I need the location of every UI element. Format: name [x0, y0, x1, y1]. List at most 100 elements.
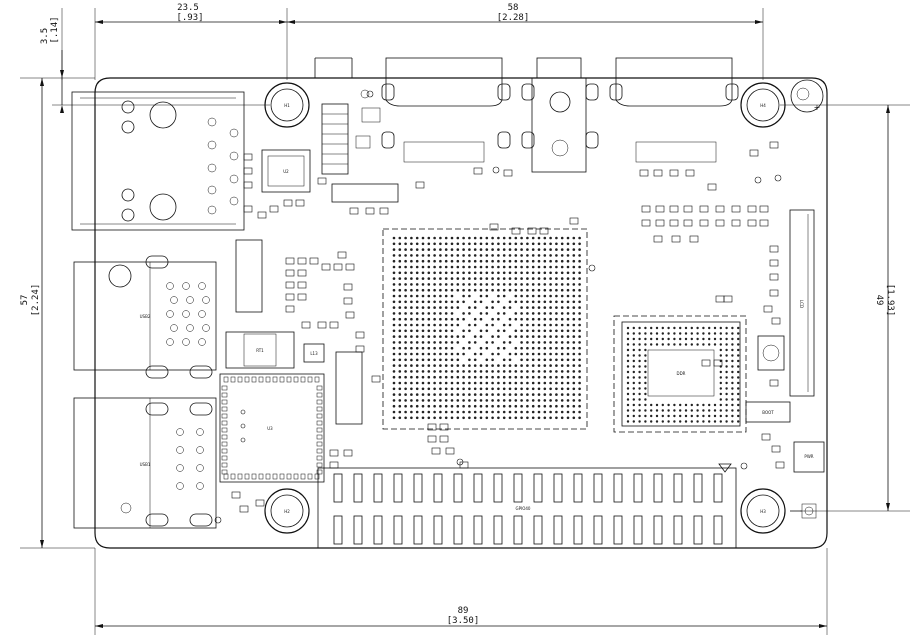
- soc-ball: [404, 335, 407, 338]
- soc-ball: [560, 294, 564, 298]
- smd-component: [769, 141, 779, 149]
- memory-ball: [667, 326, 670, 330]
- soc-ball: [473, 375, 477, 379]
- soc-ball: [439, 236, 442, 240]
- soc-ball: [468, 254, 471, 257]
- memory-ball: [702, 403, 705, 407]
- soc-ball: [526, 288, 529, 292]
- soc-ball: [485, 306, 489, 309]
- soc-ball: [560, 300, 564, 304]
- memory-ball: [655, 414, 659, 418]
- soc-ball: [410, 364, 413, 367]
- soc-ball: [497, 248, 500, 251]
- module-via: [240, 437, 246, 443]
- smd-component: [671, 235, 681, 243]
- memory-ball: [638, 392, 641, 396]
- smd-component: [683, 205, 693, 213]
- soc-ball: [398, 300, 402, 304]
- soc-ball: [491, 410, 494, 414]
- smd-component: [775, 461, 785, 469]
- soc-ball: [566, 387, 570, 391]
- smd-component: [309, 257, 319, 265]
- soc-ball: [456, 323, 460, 327]
- top-edge-connectors: +: [314, 57, 824, 175]
- svg-text:LCD: LCD: [799, 300, 804, 308]
- soc-ball: [415, 242, 419, 246]
- memory-ball: [638, 370, 641, 374]
- soc-ball: [462, 416, 465, 420]
- soc-ball: [560, 283, 564, 286]
- soc-ball: [392, 387, 396, 391]
- soc-ball: [543, 375, 547, 379]
- soc-ball: [410, 381, 413, 385]
- soc-ball: [427, 294, 431, 298]
- soc-ball: [572, 341, 576, 344]
- memory-ball: [737, 370, 740, 374]
- soc-ball: [410, 399, 413, 402]
- memory-ball: [713, 343, 717, 346]
- memory-ball: [673, 343, 676, 346]
- module-pad: [221, 434, 228, 440]
- soc-ball: [392, 381, 396, 385]
- soc-ball: [462, 236, 465, 240]
- soc-ball: [392, 254, 396, 257]
- module-pad: [316, 441, 323, 447]
- soc-ball: [549, 352, 552, 356]
- soc-ball: [421, 236, 425, 240]
- soc-ball: [549, 277, 552, 280]
- soc-ball: [555, 335, 558, 338]
- soc-ball: [531, 346, 535, 350]
- soc-ball: [404, 277, 407, 280]
- soc-ball: [398, 335, 402, 338]
- soc-ball: [508, 317, 512, 321]
- memory-ball: [731, 326, 734, 330]
- soc-ball: [427, 242, 431, 246]
- gpio-pin-bottom: [333, 515, 343, 545]
- memory-ball: [661, 343, 664, 346]
- soc-ball: [502, 265, 506, 269]
- soc-ball-grid: [392, 236, 581, 420]
- soc-ball: [485, 254, 489, 257]
- soc-ball: [578, 335, 581, 338]
- soc-ball: [462, 271, 465, 275]
- memory-ball: [731, 359, 734, 363]
- memory-ball: [713, 414, 717, 418]
- soc-ball: [404, 346, 407, 350]
- soc-ball: [497, 346, 500, 350]
- soc-ball: [572, 242, 576, 246]
- soc-ball: [427, 346, 431, 350]
- soc-ball: [572, 317, 576, 321]
- soc-ball: [543, 312, 547, 315]
- smd-component: [317, 177, 327, 185]
- soc-ball: [479, 283, 483, 286]
- smd-component: [301, 321, 311, 329]
- soc-ball: [578, 404, 581, 408]
- module-pad: [265, 376, 271, 383]
- soc-ball: [392, 399, 396, 402]
- soc-ball: [398, 242, 402, 246]
- soc-ball: [415, 317, 419, 321]
- module-pad: [265, 473, 271, 480]
- memory-ball: [731, 381, 734, 385]
- gpio-pin-top: [513, 473, 523, 503]
- soc-ball: [479, 375, 483, 379]
- soc-ball: [543, 300, 547, 304]
- soc-ball: [560, 312, 564, 315]
- smd-component: [345, 263, 355, 271]
- soc-ball: [450, 387, 454, 391]
- soc-ball: [555, 265, 558, 269]
- soc-ball: [572, 404, 576, 408]
- dimension-lines: [20, 8, 910, 635]
- soc-ball: [537, 259, 541, 263]
- soc-ball: [520, 335, 523, 338]
- soc-ball: [421, 242, 425, 246]
- memory-ball: [644, 376, 647, 379]
- soc-ball: [421, 271, 425, 275]
- soc-ball: [415, 393, 419, 396]
- soc-ball: [543, 341, 547, 344]
- smd-component: [759, 205, 769, 213]
- soc-ball: [398, 323, 402, 327]
- wifi-module-pads: [221, 376, 323, 480]
- memory-ball: [632, 343, 635, 346]
- soc-ball: [572, 393, 576, 396]
